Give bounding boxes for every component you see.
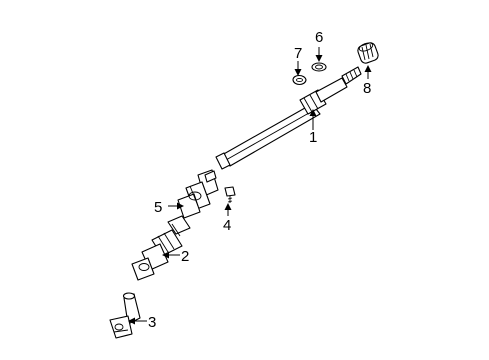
- intermediate-shaft: [131, 215, 191, 281]
- callout-3: 3: [148, 314, 156, 331]
- retaining-clip: [292, 74, 307, 86]
- bearing: [357, 42, 379, 64]
- bolt: [224, 186, 236, 203]
- callout-7: 7: [294, 45, 302, 62]
- steering-main-shaft: [215, 66, 362, 170]
- callout-2: 2: [181, 248, 189, 265]
- callout-5: 5: [154, 199, 162, 216]
- universal-joint: [177, 169, 219, 219]
- callout-8: 8: [363, 80, 371, 97]
- callout-labels: 1 2 3 4 5 6 7 8: [148, 29, 371, 331]
- snap-ring: [311, 62, 327, 72]
- callout-1: 1: [309, 129, 317, 146]
- callout-6: 6: [315, 29, 323, 46]
- lower-yoke-shaft: [109, 292, 141, 339]
- leader-lines: [128, 47, 372, 325]
- callout-4: 4: [223, 217, 231, 234]
